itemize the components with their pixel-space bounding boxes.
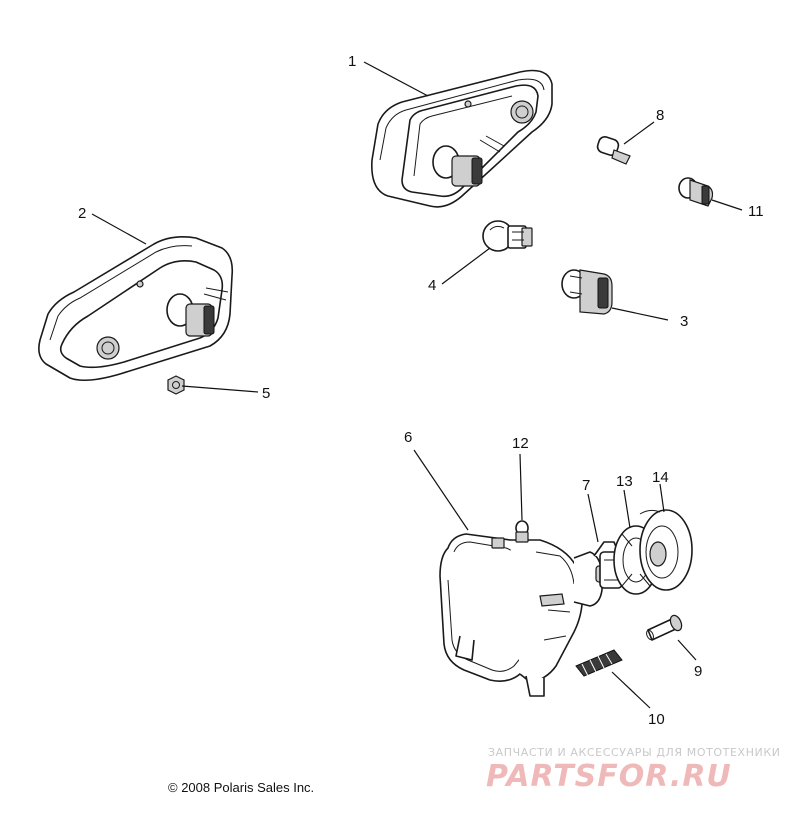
- part-2-taillight-left[interactable]: [38, 236, 234, 382]
- leader-lines: [91, 61, 743, 709]
- callout-3: 3: [680, 313, 688, 330]
- part-12-pilot-bulb[interactable]: [515, 520, 529, 543]
- callout-12: 12: [512, 435, 529, 452]
- copyright-notice: © 2008 Polaris Sales Inc.: [168, 780, 315, 795]
- watermark-logo: PARTSFOR.RU: [486, 759, 732, 793]
- callout-10: 10: [648, 711, 665, 728]
- part-10-spring[interactable]: [575, 649, 623, 677]
- callout-8: 8: [656, 107, 664, 124]
- part-4-bulb[interactable]: [482, 220, 533, 252]
- callout-11: 11: [748, 203, 764, 220]
- watermark-tagline: ЗАПЧАСТИ И АКСЕССУАРЫ ДЛЯ МОТОТЕХНИКИ: [488, 746, 781, 759]
- callout-9: 9: [694, 663, 702, 680]
- callout-numbers: 1 2 3 4 5 6 7 8 9 10 11 12 13 14: [78, 53, 764, 728]
- part-14-dust-cover[interactable]: [639, 509, 693, 591]
- watermark-logo-text: PARTSFOR.RU: [486, 759, 732, 793]
- callout-2: 2: [78, 205, 86, 222]
- part-8-wedge-bulb[interactable]: [596, 135, 631, 165]
- part-6-headlight[interactable]: [439, 533, 615, 697]
- part-9-pin[interactable]: [645, 614, 684, 641]
- part-3-bulb-socket[interactable]: [561, 269, 613, 315]
- part-11-socket[interactable]: [678, 177, 714, 207]
- part-5-nut[interactable]: [167, 375, 185, 395]
- callout-5: 5: [262, 385, 270, 402]
- callout-14: 14: [652, 469, 669, 486]
- callout-1: 1: [348, 53, 356, 70]
- callout-4: 4: [428, 277, 436, 294]
- callout-6: 6: [404, 429, 412, 446]
- part-1-taillight-right[interactable]: [371, 69, 553, 208]
- callout-13: 13: [616, 473, 633, 490]
- callout-7: 7: [582, 477, 590, 494]
